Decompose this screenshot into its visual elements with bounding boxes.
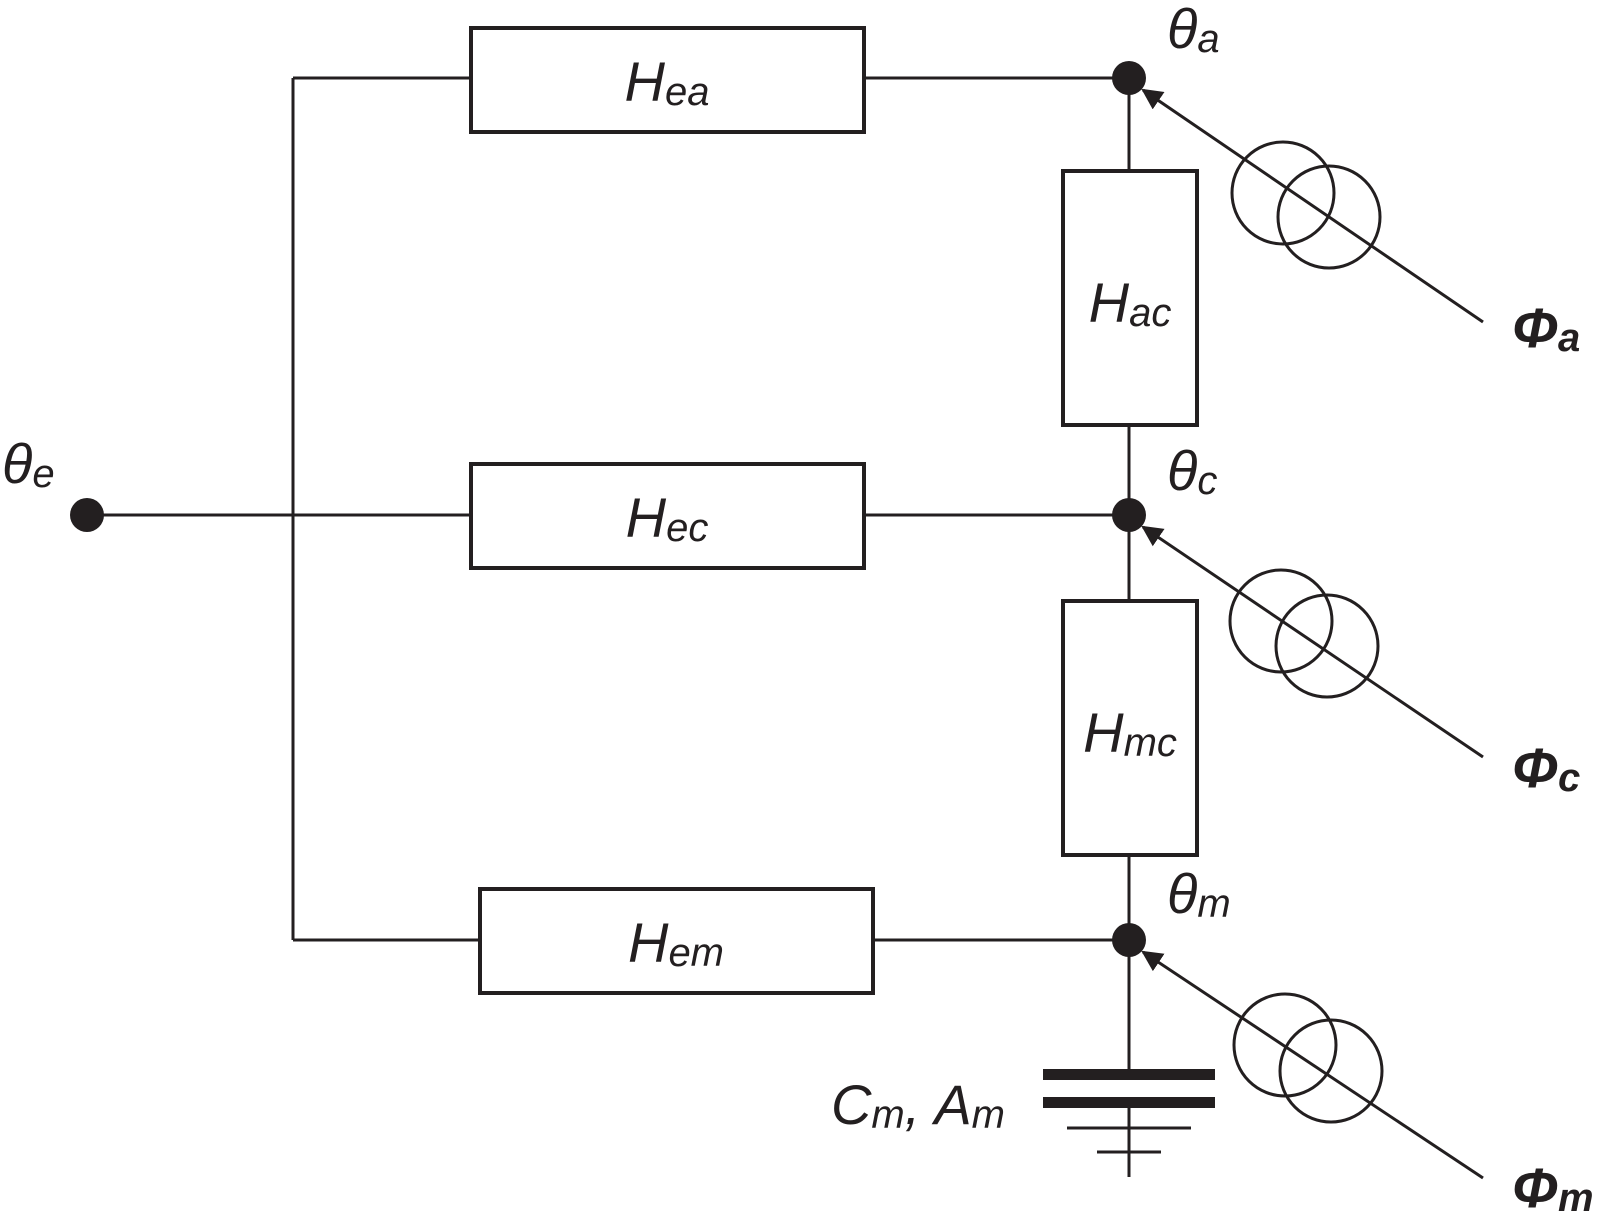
resistor-hem-label: Hem xyxy=(628,911,724,975)
source-phi-a-ring-2 xyxy=(1276,164,1382,270)
resistor-hea: Hea xyxy=(469,26,866,134)
source-phi-c xyxy=(1141,525,1484,759)
node-theta-e-dot xyxy=(70,498,104,532)
resistor-hem: Hem xyxy=(478,887,875,995)
resistor-hea-label: Hea xyxy=(625,50,710,114)
resistor-hac-label: Hac xyxy=(1089,271,1172,335)
capacitor-plate-top xyxy=(1043,1069,1215,1080)
capacitor-symbol xyxy=(1043,1069,1215,1154)
source-phi-c-label: Φc xyxy=(1512,736,1580,800)
wiring xyxy=(87,76,1131,1177)
source-phi-a-ring-1 xyxy=(1230,140,1336,246)
node-theta-a-dot xyxy=(1112,61,1146,95)
source-phi-c-ring-1 xyxy=(1228,568,1334,674)
resistor-hec: Hec xyxy=(469,462,866,570)
node-theta-c-label: θc xyxy=(1167,439,1217,503)
resistor-hmc-label: Hmc xyxy=(1083,701,1177,765)
source-phi-c-arrow xyxy=(1141,525,1484,759)
capacitor-plate-bottom xyxy=(1043,1097,1215,1108)
source-phi-a-arrow xyxy=(1141,88,1484,324)
resistor-hmc: Hmc xyxy=(1061,599,1199,857)
source-phi-a-label: Φa xyxy=(1512,296,1580,360)
source-phi-m xyxy=(1141,950,1484,1180)
source-phi-c-ring-2 xyxy=(1274,593,1380,699)
source-phi-m-ring-2 xyxy=(1278,1018,1384,1124)
source-phi-m-arrow xyxy=(1141,950,1484,1180)
node-theta-m-dot xyxy=(1112,923,1146,957)
resistor-hac: Hac xyxy=(1061,169,1199,427)
source-phi-m-label: Φm xyxy=(1512,1156,1594,1220)
resistor-hec-label: Hec xyxy=(626,486,709,550)
capacitor-label: Cm,Am xyxy=(831,1073,1005,1137)
node-theta-e-label: θe xyxy=(2,432,55,496)
source-phi-a xyxy=(1141,88,1484,324)
node-theta-c-dot xyxy=(1112,498,1146,532)
node-theta-a-label: θa xyxy=(1167,0,1220,61)
node-theta-m-label: θm xyxy=(1167,862,1231,926)
